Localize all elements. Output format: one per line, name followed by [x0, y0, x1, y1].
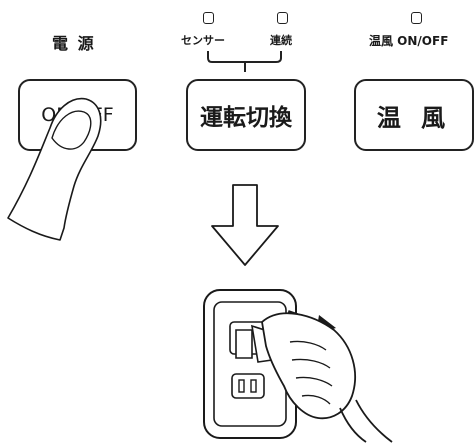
continuous-lamp	[277, 12, 288, 24]
power-label: 電 源	[52, 34, 96, 53]
sensor-label: センサー	[181, 34, 225, 47]
warm-air-label: 温風 ON/OFF	[369, 34, 449, 48]
sensor-lamp	[203, 12, 214, 24]
warm-air-button[interactable]: 温 風	[354, 79, 474, 151]
continuous-label: 連続	[270, 34, 292, 47]
warm-air-lamp	[411, 12, 422, 24]
mode-switch-button[interactable]: 運転切換	[186, 79, 306, 151]
